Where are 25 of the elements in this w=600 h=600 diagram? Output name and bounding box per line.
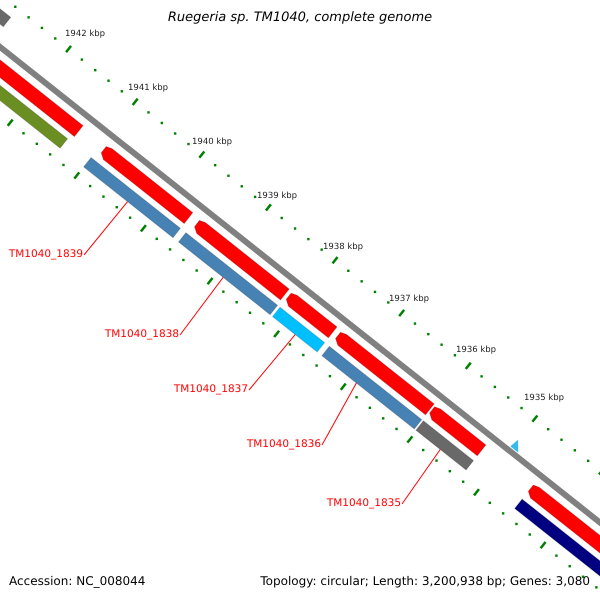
leader-line <box>248 334 296 390</box>
scale-label: 1939 kbp <box>257 192 298 200</box>
scale-label: 1936 kbp <box>456 346 496 354</box>
scale-label: 1941 kbp <box>128 84 168 92</box>
scale-label: 1940 kbp <box>192 138 232 146</box>
gene-bar <box>415 420 474 471</box>
gene-label: TM1040_1837 <box>174 384 248 394</box>
accession-text: Accession: NC_008044 <box>9 575 146 587</box>
leader-line <box>180 276 224 336</box>
gene-bar <box>82 156 182 238</box>
gene-label: TM1040_1835 <box>326 498 401 508</box>
scale-label: 1938 kbp <box>323 243 364 252</box>
scale-label: 1937 kbp <box>389 295 430 304</box>
scale-label: 1942 kbp <box>65 30 106 38</box>
gene-label: TM1040_1836 <box>246 439 321 450</box>
title: Ruegeria sp. TM1040, complete genome <box>166 11 434 24</box>
leader-line <box>322 382 357 446</box>
scale-label: 1935 kbp <box>524 394 564 402</box>
genome-info-text: Topology: circular; Length: 3,200,938 bp; Genes: 3,080 <box>260 575 590 587</box>
gene-bar <box>178 232 278 316</box>
gene-bar <box>272 306 326 353</box>
gene-bar <box>321 346 422 430</box>
gene-label: TM1040_1838 <box>104 329 179 340</box>
gene-label: TM1040_1839 <box>8 249 83 260</box>
leader-line <box>84 201 128 256</box>
